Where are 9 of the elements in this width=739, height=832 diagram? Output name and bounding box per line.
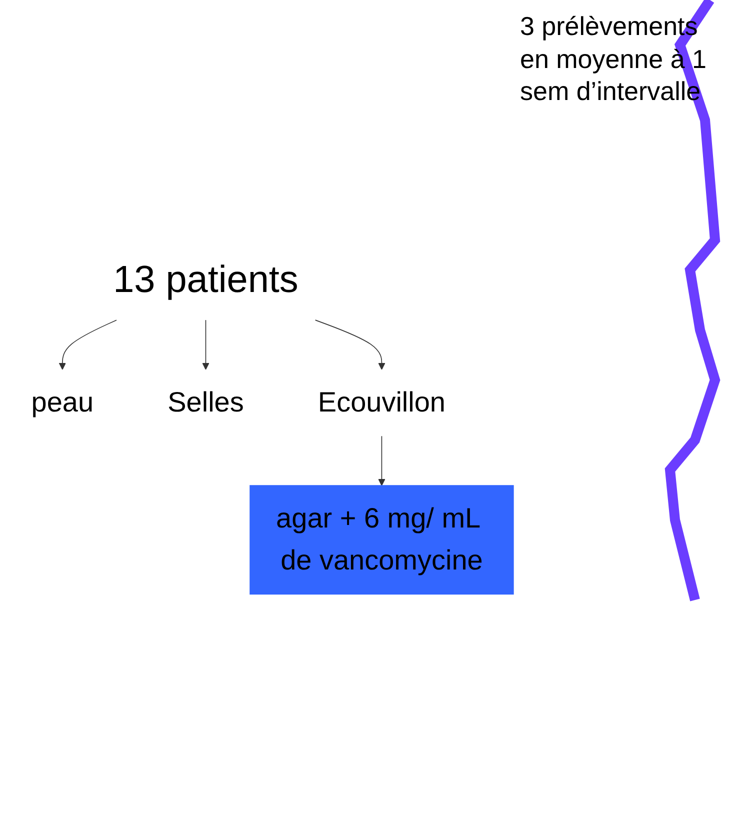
arrow bbox=[314, 319, 386, 370]
node-text: peau bbox=[31, 386, 94, 418]
arrow bbox=[58, 319, 117, 370]
node-text: Ecouvillon bbox=[318, 386, 446, 418]
arrow bbox=[378, 435, 386, 486]
node-box: agar + 6 mg/ mL de vancomycine bbox=[250, 484, 514, 594]
node-text: Selles bbox=[168, 386, 244, 418]
arrow bbox=[202, 319, 210, 370]
node-text: 13 patients bbox=[113, 257, 298, 300]
